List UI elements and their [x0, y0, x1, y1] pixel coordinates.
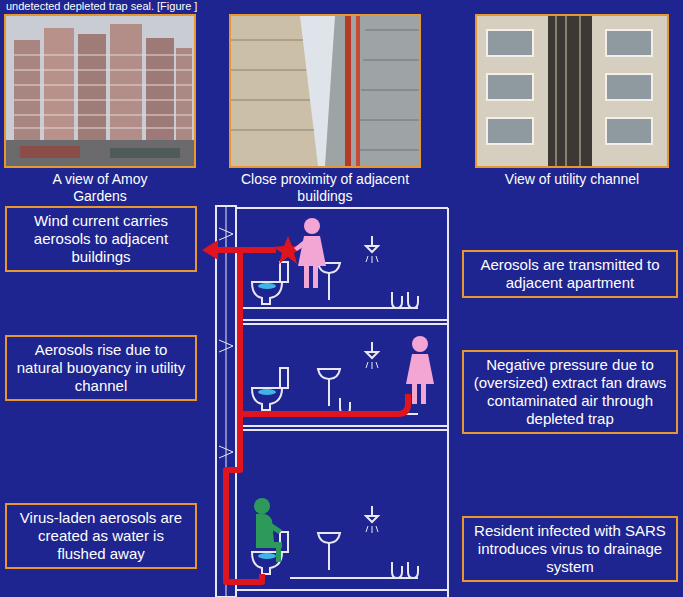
shower-drops: [366, 526, 378, 533]
shower-drops: [366, 256, 378, 263]
callout-box: Aerosols are transmitted to adjacent apa…: [462, 250, 678, 298]
photo-utility-channel: [476, 15, 668, 167]
note-text: undetected depleted trap seal. [Figure ]: [6, 0, 406, 13]
photo-adjacent-buildings: [230, 15, 420, 167]
box-text: Wind current carries aerosols to adjacen…: [12, 212, 190, 266]
aerosol-path: [214, 250, 408, 582]
person-middle: [406, 336, 434, 404]
callout-box: Virus-laden aerosols are created as wate…: [5, 503, 197, 569]
fixtures-middle: [238, 342, 418, 414]
callout-box: Wind current carries aerosols to adjacen…: [5, 206, 197, 272]
person-infected: [254, 498, 282, 562]
photo-caption: Close proximity of adjacent buildings: [240, 171, 410, 205]
photo-caption: View of utility channel: [502, 171, 642, 188]
building-section: [216, 206, 448, 597]
box-text: Virus-laden aerosols are created as wate…: [12, 509, 190, 563]
photo-amoy-gardens: [5, 15, 195, 167]
box-text: Aerosols are transmitted to adjacent apa…: [469, 256, 671, 292]
box-text: Resident infected with SARS introduces v…: [469, 522, 671, 576]
callout-box: Resident infected with SARS introduces v…: [462, 516, 678, 582]
fixtures-bottom: [252, 506, 418, 578]
arrowhead: [202, 240, 218, 260]
person-top: [294, 218, 326, 288]
box-text: Aerosols rise due to natural buoyancy in…: [12, 341, 190, 395]
callout-box: Aerosols rise due to natural buoyancy in…: [5, 335, 197, 401]
callout-box: Negative pressure due to (oversized) ext…: [462, 350, 678, 434]
fixtures-top: [238, 236, 418, 308]
box-text: Negative pressure due to (oversized) ext…: [469, 356, 671, 428]
shower-drops: [366, 362, 378, 369]
photo-caption: A view of Amoy Gardens: [30, 171, 170, 205]
